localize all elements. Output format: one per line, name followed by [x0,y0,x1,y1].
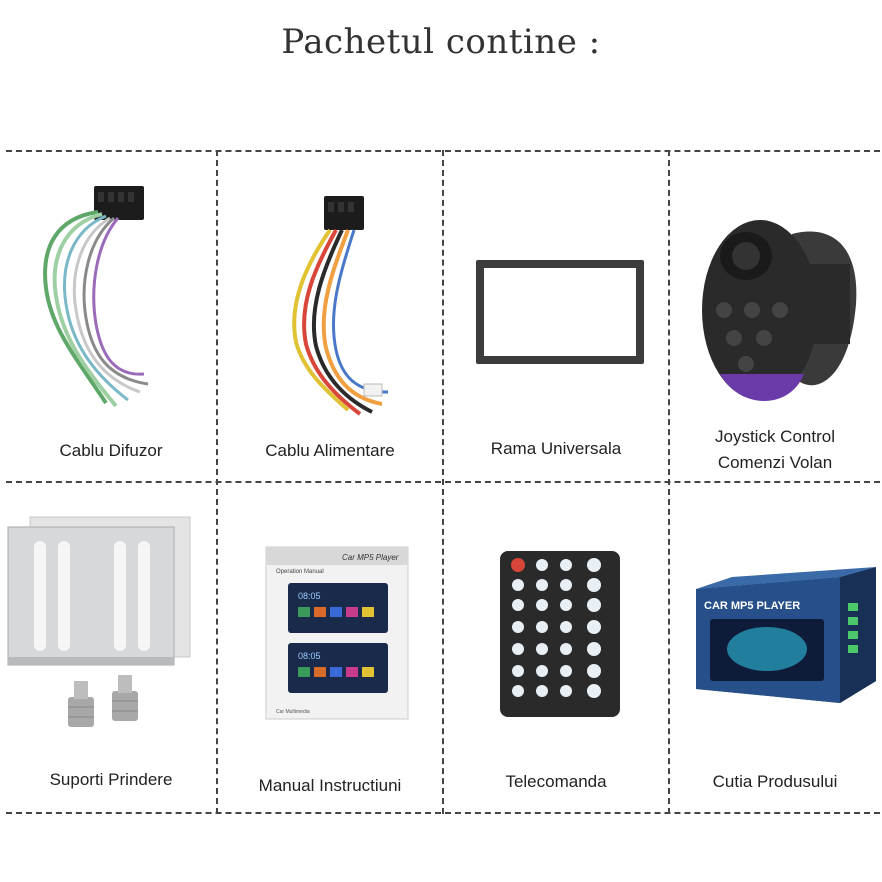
item-label: Rama Universala [490,439,622,458]
item-label: Cablu Alimentare [265,441,395,460]
screw-icon [68,681,94,727]
power-cable-image [292,196,389,416]
grid-divider-v3 [668,150,670,814]
item-label-line2: Comenzi Volan [717,453,833,472]
manual-time-2: 08:05 [298,651,321,661]
speaker-cable-image [43,186,149,408]
grid-divider-v2 [442,150,444,814]
item-instruction-manual: Car MP5 Player Operation Manual 08:05 08… [218,483,442,813]
item-power-cable: Cablu Alimentare [218,152,442,482]
item-remote-control: Telecomanda [444,483,668,813]
remote-image [500,551,620,717]
item-speaker-cable: Cablu Difuzor [6,152,216,482]
item-mounting-brackets: Suporti Prindere [6,483,216,813]
item-product-box: CAR MP5 PLAYER Cutia Produsului [670,483,880,813]
item-label: Cutia Produsului [712,772,838,791]
manual-image: Car MP5 Player Operation Manual 08:05 08… [265,546,409,720]
box-brand: CAR MP5 PLAYER [704,600,800,612]
universal-frame-image [476,260,644,364]
item-label: Telecomanda [505,772,607,791]
package-grid: Cablu Difuzor Cablu Alimentare Rama Univ… [6,150,880,814]
manual-footer: Car Multimedia [276,709,310,715]
manual-time-1: 08:05 [298,591,321,601]
item-universal-frame: Rama Universala [444,152,668,482]
page-title: Pachetul contine : [281,22,601,62]
item-label: Suporti Prindere [49,770,173,789]
manual-header: Car MP5 Player [342,553,399,562]
item-label: Joystick Control [715,427,835,446]
item-steering-joystick: Joystick Control Comenzi Volan [670,152,880,482]
manual-subheader: Operation Manual [276,569,324,575]
joystick-image [702,220,857,401]
brackets-image [7,516,191,727]
product-box-image: CAR MP5 PLAYER [696,567,876,703]
item-label: Cablu Difuzor [59,441,163,460]
grid-divider-v1 [216,150,218,814]
item-label: Manual Instructiuni [258,776,402,795]
